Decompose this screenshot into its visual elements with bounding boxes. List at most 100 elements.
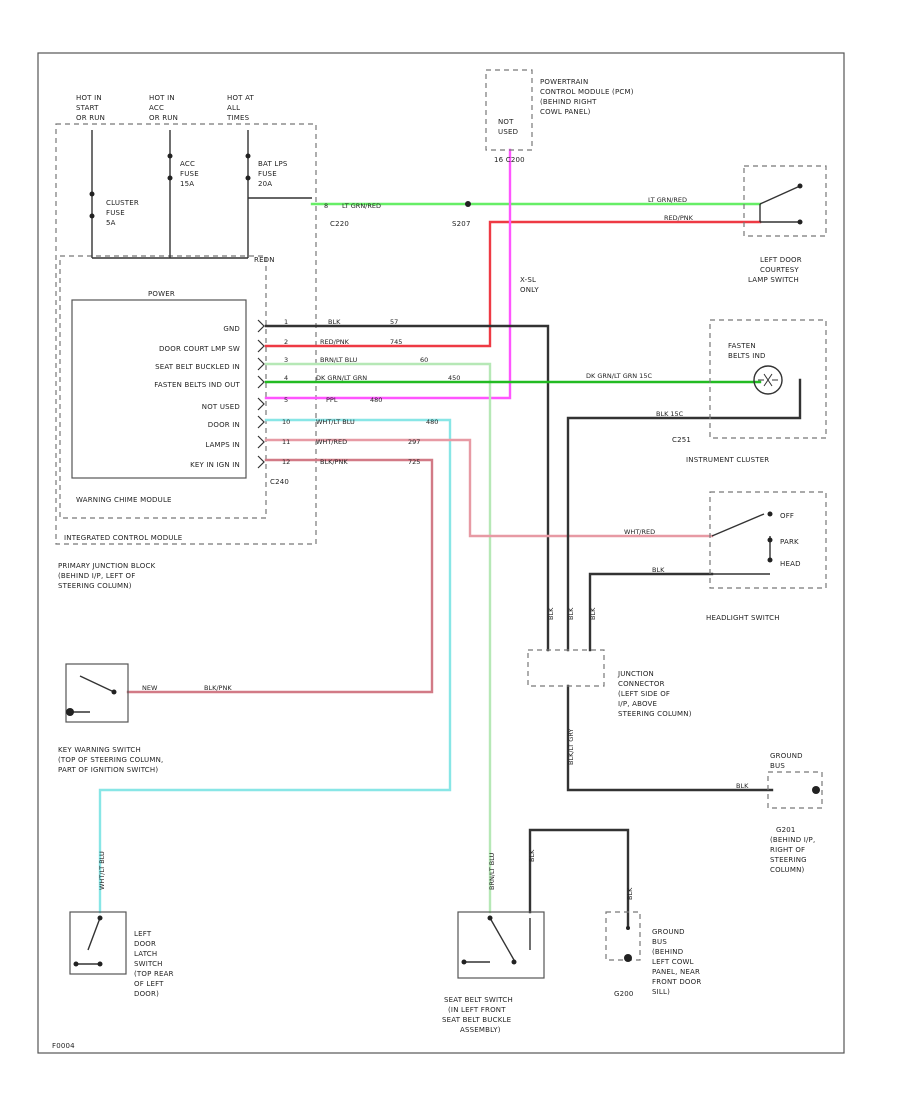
wire-label-blk-g200: BLK (626, 887, 634, 900)
svg-text:FUSE: FUSE (258, 170, 277, 178)
left-door-switch-symbol (759, 185, 801, 223)
svg-text:5: 5 (284, 396, 288, 404)
wire-label-blk-seatbelt: BLK (528, 849, 536, 862)
switch-contact (767, 511, 773, 517)
wire-labels-module: 1 BLK 57 2 RED/PNK 745 3 BRN/LT BLU 60 4… (282, 318, 460, 466)
ground-bus-label: GROUND BUS (770, 752, 803, 770)
wire-blk-ground (566, 684, 774, 792)
svg-text:SILL): SILL) (652, 988, 670, 996)
switch-contact (797, 183, 803, 189)
svg-text:(LEFT SIDE OF: (LEFT SIDE OF (618, 690, 670, 698)
switch-contact (797, 219, 803, 225)
fuse-dot (167, 175, 173, 181)
instrument-cluster-box (709, 319, 827, 439)
headlight-switch-box (709, 491, 827, 589)
svg-text:BLK: BLK (547, 607, 555, 620)
connector-pins (257, 319, 265, 469)
left-door-latch-symbol (74, 917, 101, 965)
fuse-dot (245, 175, 251, 181)
wire-label-blkpnk: BLK/PNK (204, 684, 232, 692)
svg-text:COWL PANEL): COWL PANEL) (540, 108, 591, 116)
svg-text:DK GRN/LT GRN: DK GRN/LT GRN (316, 374, 367, 382)
wire-ppl (264, 148, 512, 400)
svg-text:BLK: BLK (328, 318, 341, 326)
svg-text:ACC: ACC (149, 104, 164, 112)
svg-text:LATCH: LATCH (134, 950, 157, 958)
svg-text:20A: 20A (258, 180, 272, 188)
svg-text:CONNECTOR: CONNECTOR (618, 680, 665, 688)
svg-text:FUSE: FUSE (106, 209, 125, 217)
svg-text:PARK: PARK (780, 538, 799, 546)
svg-text:TIMES: TIMES (226, 114, 250, 122)
fuse-hot-2: HOT IN ACC OR RUN (149, 94, 178, 122)
junction-connector-box (527, 649, 605, 687)
wire-brn-lt-blu (264, 362, 492, 914)
module-pin-labels: GND DOOR COURT LMP SW SEAT BELT BUCKLED … (154, 325, 240, 469)
svg-text:BLK: BLK (589, 607, 597, 620)
svg-text:297: 297 (408, 438, 420, 446)
fuse-hot-3: HOT AT ALL TIMES (226, 94, 255, 122)
ground-g200-point (624, 954, 632, 962)
svg-text:LEFT COWL: LEFT COWL (652, 958, 694, 966)
svg-text:RED/PNK: RED/PNK (320, 338, 350, 346)
fuse-dot (245, 153, 251, 159)
fuse-hot-1: HOT IN START OR RUN (76, 94, 105, 122)
splice-s207 (465, 201, 471, 207)
svg-text:GND: GND (223, 325, 240, 333)
svg-text:PPL: PPL (326, 396, 338, 404)
headlight-switch-label: HEADLIGHT SWITCH (706, 614, 780, 622)
wire-blk-seatbelt (528, 828, 630, 930)
wire-label-blk-headlight: BLK (652, 566, 665, 574)
svg-text:10: 10 (282, 418, 290, 426)
wire-label-blk-ground: BLK (736, 782, 749, 790)
junction-connector-label: JUNCTION CONNECTOR (LEFT SIDE OF I/P, AB… (617, 670, 692, 718)
svg-text:2: 2 (284, 338, 288, 346)
footer-code: F0004 (52, 1042, 75, 1050)
svg-text:480: 480 (370, 396, 382, 404)
key-warning-switch-box (65, 663, 129, 723)
headlight-positions: OFF PARK HEAD (780, 512, 800, 568)
svg-text:OR RUN: OR RUN (76, 114, 105, 122)
wire-label-redpnk: RED/PNK (664, 214, 694, 222)
switch-contact (461, 959, 467, 965)
module-title: POWER (148, 290, 175, 298)
integrated-control-module (59, 255, 267, 519)
ground-g200-label: GROUND BUS (BEHIND LEFT COWL PANEL, NEAR… (652, 928, 701, 996)
svg-text:X-SL: X-SL (520, 276, 536, 284)
conn-c251: C251 (672, 436, 691, 444)
left-door-switch-box (743, 165, 827, 237)
svg-text:KEY WARNING SWITCH: KEY WARNING SWITCH (58, 746, 141, 754)
svg-text:FASTEN: FASTEN (728, 342, 756, 350)
switch-contact (97, 915, 103, 921)
svg-text:57: 57 (390, 318, 398, 326)
outer-module-name: INTEGRATED CONTROL MODULE (64, 534, 182, 542)
svg-text:PRIMARY JUNCTION BLOCK: PRIMARY JUNCTION BLOCK (58, 562, 156, 570)
svg-text:SEAT BELT BUCKLE: SEAT BELT BUCKLE (442, 1016, 511, 1024)
wire-blk-gnd (264, 324, 550, 652)
svg-text:PANEL, NEAR: PANEL, NEAR (652, 968, 700, 976)
instrument-cluster-label: INSTRUMENT CLUSTER (686, 456, 769, 464)
svg-text:HOT IN: HOT IN (149, 94, 175, 102)
primary-junction-block (55, 123, 317, 545)
page-frame (37, 52, 845, 1054)
wire-red-pnk (264, 220, 762, 348)
svg-text:HOT AT: HOT AT (227, 94, 255, 102)
cluster-fuse-label: CLUSTER FUSE 5A (106, 199, 139, 227)
wire-blk-pnk (126, 458, 434, 694)
svg-text:450: 450 (448, 374, 460, 382)
svg-text:BLK/PNK: BLK/PNK (320, 458, 348, 466)
svg-text:BRN/LT BLU: BRN/LT BLU (320, 356, 358, 364)
svg-text:(BEHIND: (BEHIND (652, 948, 683, 956)
wire-label-whtltblu: WHT/LT BLU (98, 851, 106, 890)
fasten-belts-indicator (753, 365, 783, 395)
ground-g201-box (767, 771, 823, 809)
wire-blk-headlight (588, 572, 714, 652)
fuse-dot (167, 153, 173, 159)
wire-label-whtred: WHT/RED (624, 528, 655, 536)
wire-wht-lt-blu (98, 418, 452, 914)
svg-text:OFF: OFF (780, 512, 794, 520)
svg-text:COLUMN): COLUMN) (770, 866, 805, 874)
headlight-switch-symbol (711, 513, 771, 575)
